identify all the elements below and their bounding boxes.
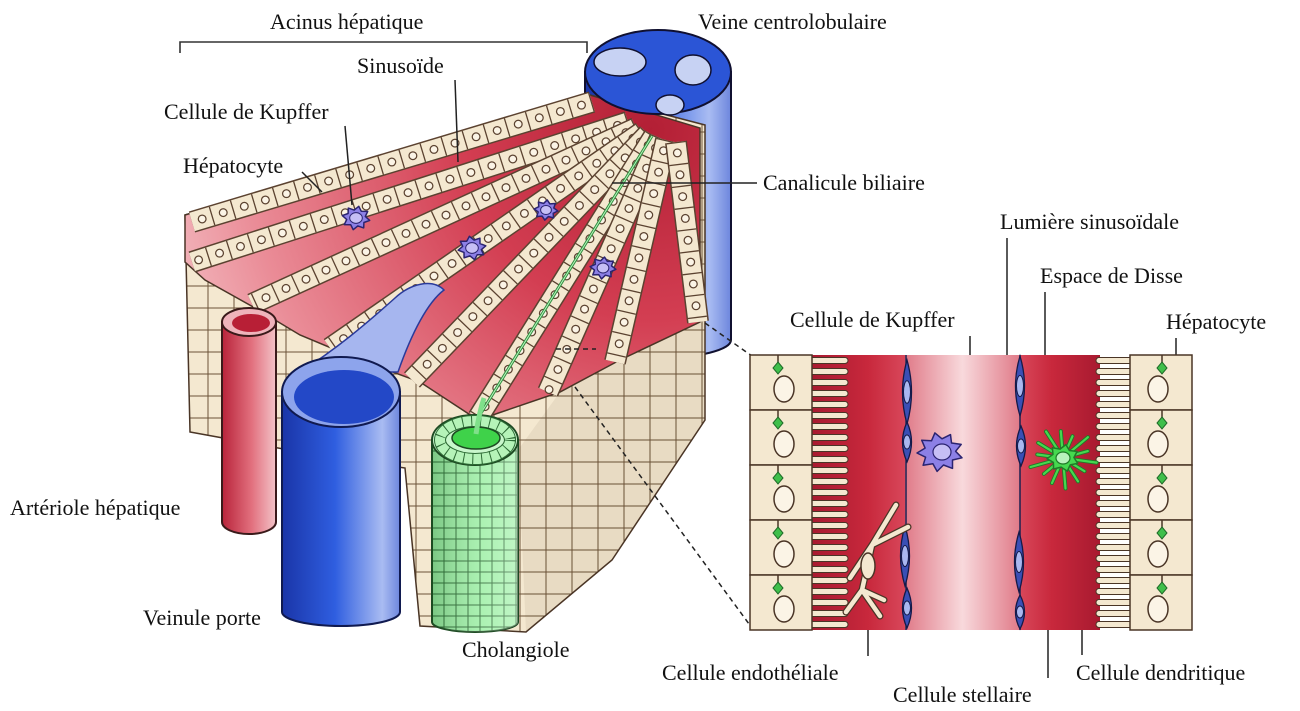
- sinusoid-detail-panel: [750, 355, 1192, 630]
- hepatocyte-cell: [1130, 520, 1192, 575]
- vein-lumen: [594, 48, 646, 76]
- hepatocyte-cell: [750, 575, 812, 630]
- label-cholangiole: Cholangiole: [462, 638, 570, 662]
- label-portal-venule: Veinule porte: [143, 606, 261, 630]
- cholangiole-duct: [432, 398, 518, 632]
- hepatic-arteriole: [222, 308, 276, 534]
- hepatocyte-nucleus: [774, 541, 794, 567]
- label-bile-canaliculus: Canalicule biliaire: [763, 171, 925, 195]
- hepatocyte-nucleus: [774, 376, 794, 402]
- label-stellate-cell: Cellule stellaire: [893, 683, 1032, 707]
- endothelial-nucleus: [904, 381, 911, 403]
- microvilli-right: [1092, 355, 1132, 630]
- vein-lumen: [675, 55, 711, 85]
- label-hepatocyte-right: Hépatocyte: [1166, 310, 1266, 334]
- kupffer-cell-nucleus: [933, 444, 951, 460]
- hepatocyte-nucleus: [1148, 486, 1168, 512]
- label-central-vein: Veine centrolobulaire: [698, 10, 887, 34]
- microvilli-left: [812, 355, 852, 630]
- hepatocyte-cell: [1130, 410, 1192, 465]
- label-hepatic-acinus: Acinus hépatique: [270, 10, 423, 34]
- dendritic-cell-nucleus: [1056, 452, 1070, 464]
- kupffer-cell-nucleus: [597, 263, 609, 273]
- kupffer-cell-nucleus: [541, 205, 552, 214]
- hepatocyte-nucleus: [774, 431, 794, 457]
- hepatocyte-nucleus: [774, 596, 794, 622]
- sinusoidal-lumen: [905, 355, 1022, 630]
- space-of-disse-right: [1020, 355, 1100, 630]
- hepatocyte-cell: [750, 410, 812, 465]
- hepatocyte-cell: [1130, 355, 1192, 410]
- label-kupffer-cell-left: Cellule de Kupffer: [164, 100, 329, 124]
- label-hepatocyte-left: Hépatocyte: [183, 154, 283, 178]
- label-sinusoid: Sinusoïde: [357, 54, 444, 78]
- hepatocyte-nucleus: [1148, 596, 1168, 622]
- hepatocyte-cell: [1130, 575, 1192, 630]
- endothelial-nucleus: [904, 435, 911, 449]
- kupffer-cell-nucleus: [466, 243, 479, 254]
- hepatocyte-cell: [750, 465, 812, 520]
- endothelial-nucleus: [1017, 376, 1024, 397]
- kupffer-cell-nucleus: [350, 213, 363, 224]
- label-sinusoidal-lumen: Lumière sinusoïdale: [1000, 210, 1179, 234]
- hepatocyte-nucleus: [1148, 541, 1168, 567]
- label-dendritic-cell: Cellule dendritique: [1076, 661, 1245, 685]
- endothelial-nucleus: [902, 546, 909, 567]
- label-space-of-disse: Espace de Disse: [1040, 264, 1183, 288]
- hepatocyte-nucleus: [774, 486, 794, 512]
- central-vein-top: [585, 30, 731, 115]
- acinus-bracket: [180, 42, 587, 53]
- label-kupffer-cell-right: Cellule de Kupffer: [790, 308, 955, 332]
- vein-lumen: [656, 95, 684, 115]
- hepatocyte-cell: [750, 355, 812, 410]
- endothelial-nucleus: [904, 601, 911, 615]
- hepatocyte-nucleus: [1148, 376, 1168, 402]
- endothelial-nucleus: [1018, 439, 1025, 453]
- hepatocyte-cell: [1130, 465, 1192, 520]
- label-hepatic-arteriole: Artériole hépatique: [10, 496, 180, 520]
- hepatocyte-cell: [750, 520, 812, 575]
- endothelial-nucleus: [1016, 552, 1023, 573]
- endothelial-nucleus: [1017, 606, 1024, 618]
- label-endothelial-cell: Cellule endothéliale: [662, 661, 839, 685]
- hepatocyte-nucleus: [1148, 431, 1168, 457]
